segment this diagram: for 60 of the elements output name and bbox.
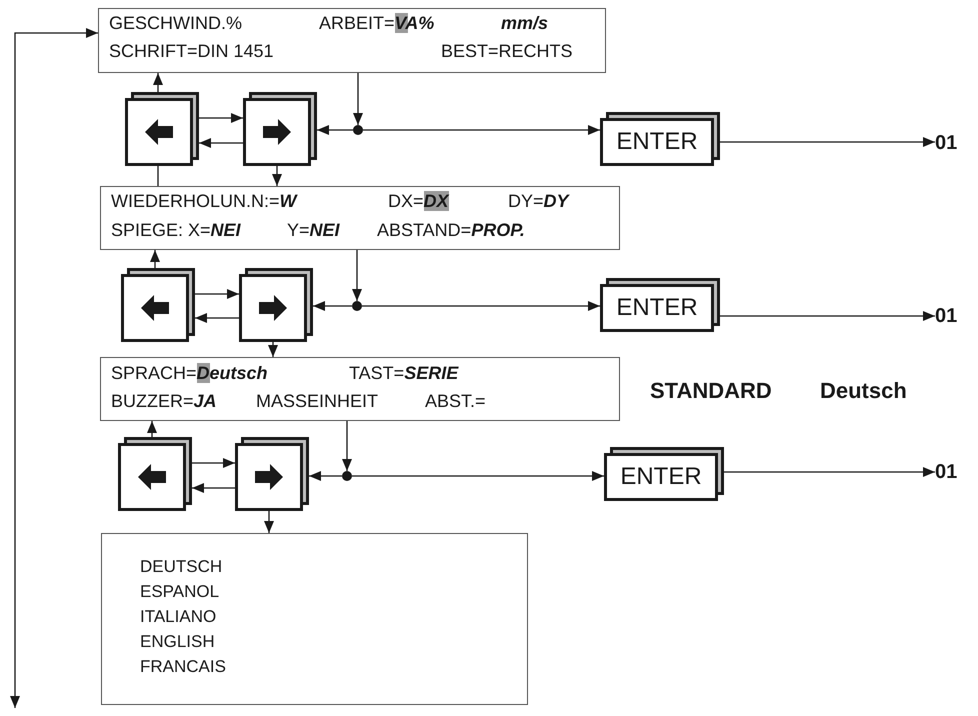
arrow-key bbox=[121, 268, 195, 342]
connector-arrow bbox=[353, 73, 363, 125]
display-text: GESCHWIND.% bbox=[109, 12, 242, 34]
display-text: SPRACH=Deutsch bbox=[111, 362, 268, 384]
arrow-key bbox=[239, 268, 313, 342]
language-option: ESPANOL bbox=[140, 579, 220, 604]
connector-arrow bbox=[352, 250, 362, 301]
mode-label: Deutsch bbox=[820, 377, 907, 405]
display-text: WIEDERHOLUN.N:=W bbox=[111, 190, 297, 212]
connector-arrow bbox=[192, 458, 235, 468]
display-text: BUZZER=JA bbox=[111, 390, 217, 412]
connector-arrow bbox=[363, 125, 600, 135]
display-text: mm/s bbox=[501, 12, 548, 34]
language-list-box bbox=[101, 533, 528, 705]
connector-arrow bbox=[195, 313, 239, 323]
display-text: ABST.= bbox=[425, 390, 486, 412]
display-text: Y=NEI bbox=[287, 219, 340, 241]
connector-arrow bbox=[199, 138, 243, 148]
language-option: DEUTSCH bbox=[140, 554, 222, 579]
connector-arrow bbox=[317, 125, 353, 135]
connector-arrow bbox=[264, 511, 274, 533]
display-text: BEST=RECHTS bbox=[441, 40, 573, 62]
mode-label: STANDARD bbox=[650, 377, 772, 405]
language-option: FRANCAIS bbox=[140, 654, 226, 679]
connector-arrow bbox=[199, 113, 243, 123]
step-number: 01 bbox=[935, 130, 965, 156]
display-text: MASSEINHEIT bbox=[256, 390, 378, 412]
connector-arrow bbox=[150, 250, 160, 268]
connector-arrow bbox=[10, 28, 98, 708]
display-text: DY=DY bbox=[508, 190, 569, 212]
display-text: ABSTAND=PROP. bbox=[377, 219, 525, 241]
step-number: 01 bbox=[935, 459, 965, 485]
display-text: SPIEGE: X=NEI bbox=[111, 219, 241, 241]
language-option: ENGLISH bbox=[140, 629, 215, 654]
display-screen bbox=[98, 8, 606, 73]
connector-arrow bbox=[153, 73, 163, 92]
connector-arrow bbox=[342, 421, 352, 471]
arrow-key bbox=[118, 437, 192, 511]
display-screen bbox=[100, 186, 620, 250]
connector-arrow bbox=[720, 137, 935, 147]
connector-arrow bbox=[313, 301, 352, 311]
connector-arrow bbox=[362, 301, 600, 311]
connector-arrow bbox=[272, 166, 282, 186]
connector-arrow bbox=[724, 467, 935, 477]
language-option: ITALIANO bbox=[140, 604, 216, 629]
display-text: SCHRIFT=DIN 1451 bbox=[109, 40, 274, 62]
connector-arrow bbox=[309, 471, 342, 481]
display-text: TAST=SERIE bbox=[349, 362, 458, 384]
connector-arrow bbox=[147, 421, 157, 437]
arrow-key bbox=[235, 437, 309, 511]
arrow-key bbox=[243, 92, 317, 166]
connector-arrow bbox=[720, 311, 935, 321]
connector-arrow bbox=[268, 342, 278, 357]
connector-arrow bbox=[192, 483, 235, 493]
display-screen bbox=[100, 357, 620, 421]
step-number: 01 bbox=[935, 303, 965, 329]
connector-arrow bbox=[352, 471, 604, 481]
display-text: ARBEIT=VA% bbox=[319, 12, 434, 34]
arrow-key bbox=[125, 92, 199, 166]
connector-arrow bbox=[195, 289, 239, 299]
